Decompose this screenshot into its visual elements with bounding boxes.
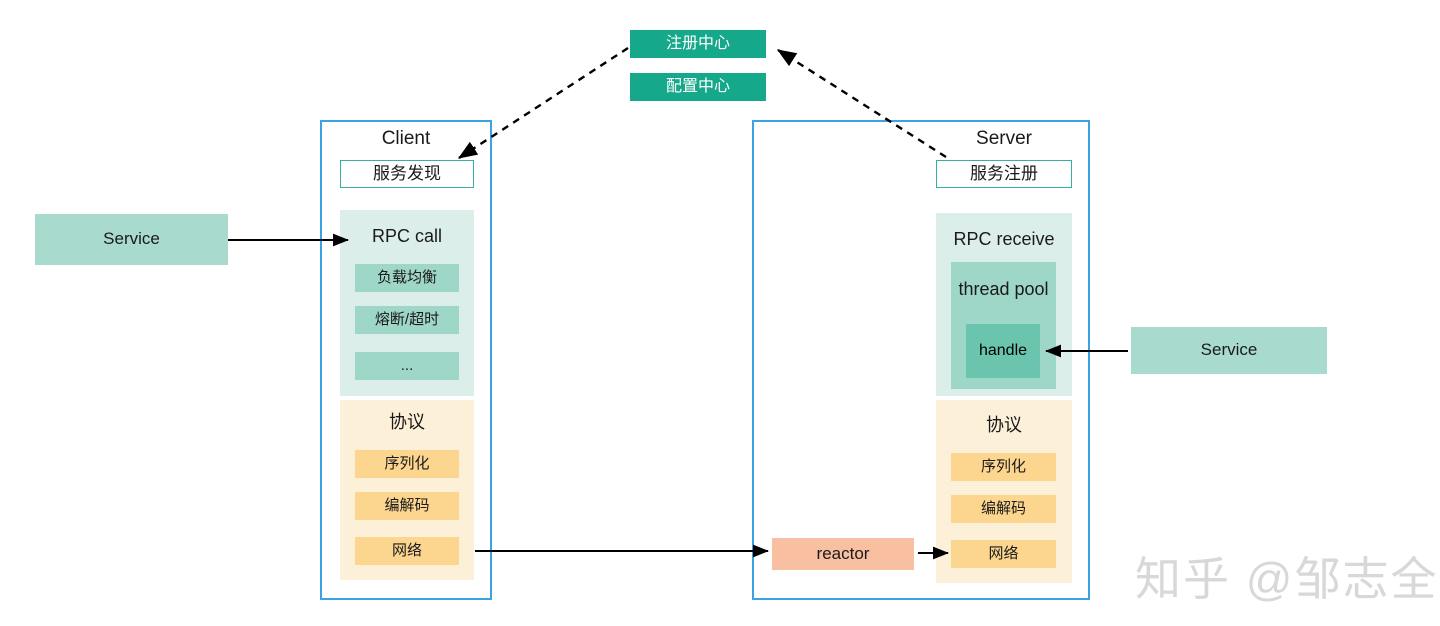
service-register-box[interactable]: 服务注册 bbox=[936, 160, 1072, 188]
config-center-box[interactable]: 配置中心 bbox=[630, 73, 766, 101]
load-balance-chip[interactable]: 负载均衡 bbox=[355, 264, 459, 292]
service-register-label: 服务注册 bbox=[970, 163, 1038, 183]
client-title: Client bbox=[381, 127, 431, 149]
server-title: Server bbox=[976, 127, 1032, 149]
service-discovery-label: 服务发现 bbox=[373, 163, 441, 183]
server-protocol-title: 协议 bbox=[986, 415, 1022, 436]
reactor-box[interactable]: reactor bbox=[772, 538, 914, 570]
thread-pool-title: thread pool bbox=[958, 279, 1049, 300]
register-center-box[interactable]: 注册中心 bbox=[630, 30, 766, 58]
client-network-chip[interactable]: 网络 bbox=[355, 537, 459, 565]
config-center-label: 配置中心 bbox=[665, 78, 730, 96]
service-left-label: Service bbox=[103, 229, 160, 249]
more-items-chip[interactable]: ... bbox=[355, 352, 459, 380]
rpc-call-title: RPC call bbox=[371, 226, 442, 247]
client-protocol-title: 协议 bbox=[389, 412, 425, 433]
server-serialization-chip[interactable]: 序列化 bbox=[951, 453, 1056, 481]
client-codec-chip[interactable]: 编解码 bbox=[355, 492, 459, 520]
service-right-box[interactable]: Service bbox=[1131, 327, 1327, 374]
client-serialization-chip[interactable]: 序列化 bbox=[355, 450, 459, 478]
watermark: 知乎 @邹志全 bbox=[1135, 553, 1439, 605]
register-center-label: 注册中心 bbox=[665, 35, 730, 53]
service-left-box[interactable]: Service bbox=[35, 214, 228, 265]
server-codec-chip[interactable]: 编解码 bbox=[951, 495, 1056, 523]
rpc-receive-title: RPC receive bbox=[953, 229, 1055, 250]
circuit-breaker-timeout-chip[interactable]: 熔断/超时 bbox=[355, 306, 459, 334]
handle-label: handle bbox=[978, 342, 1028, 360]
handle-box[interactable]: handle bbox=[966, 324, 1040, 378]
server-network-chip[interactable]: 网络 bbox=[951, 540, 1056, 568]
reactor-label: reactor bbox=[816, 543, 870, 563]
service-discovery-box[interactable]: 服务发现 bbox=[340, 160, 474, 188]
service-right-label: Service bbox=[1200, 340, 1258, 360]
